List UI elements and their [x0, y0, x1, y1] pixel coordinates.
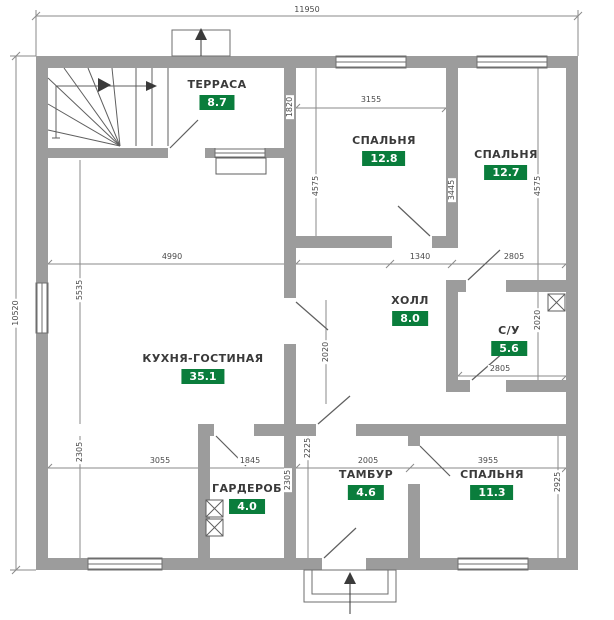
- dim-label: 3055: [147, 456, 173, 465]
- stairs-exit: [171, 28, 231, 57]
- stairs: [47, 67, 169, 147]
- doors: [169, 119, 505, 559]
- dim-label: 4575: [311, 173, 320, 199]
- terrace-door: [169, 119, 199, 149]
- room-label-vestibule: ТАМБУР 4.6: [339, 468, 393, 500]
- room-area-badge: 35.1: [181, 369, 225, 384]
- dim-label: 2225: [303, 435, 312, 461]
- up-arrow-icon: [195, 28, 207, 40]
- room-label-bedroom-3: СПАЛЬНЯ 11.3: [460, 468, 524, 500]
- dim-label: 4990: [159, 252, 185, 261]
- entrance-arrow-icon: [344, 572, 356, 584]
- dim-label: 11950: [292, 5, 322, 14]
- room-area-badge: 8.7: [199, 95, 235, 110]
- room-area-badge: 4.6: [348, 485, 384, 500]
- dim-label: 1340: [407, 252, 433, 261]
- room-area-badge: 11.3: [470, 485, 514, 500]
- dim-label: 2305: [75, 439, 84, 465]
- dim-label: 3955: [475, 456, 501, 465]
- room-area-badge: 8.0: [392, 311, 428, 326]
- room-name: ТЕРРАСА: [187, 78, 247, 91]
- kitchen-hall-opening: [295, 301, 329, 331]
- room-label-hall: ХОЛЛ 8.0: [391, 294, 429, 326]
- dim-label: 2805: [501, 252, 527, 261]
- vent-shafts: [205, 157, 566, 537]
- bedroom-1-door: [397, 205, 431, 237]
- room-name: КУХНЯ-ГОСТИНАЯ: [142, 352, 264, 365]
- vestibule-hall-door: [317, 395, 351, 425]
- room-name: ТАМБУР: [338, 468, 394, 481]
- dim-label: 2805: [487, 364, 513, 373]
- dim-label: 2020: [533, 307, 542, 333]
- room-label-bedroom-2: СПАЛЬНЯ 12.7: [474, 148, 538, 180]
- stairs-direction-arrow-icon: [146, 81, 157, 91]
- dim-label: 1845: [237, 456, 263, 465]
- entrance-door: [323, 527, 357, 559]
- dim-label: 2005: [355, 456, 381, 465]
- dim-label: 2925: [553, 469, 562, 495]
- room-name: СПАЛЬНЯ: [460, 468, 524, 481]
- room-name: СПАЛЬНЯ: [474, 148, 538, 161]
- room-name: С/У: [498, 324, 520, 337]
- dim-label: 3445: [447, 177, 456, 203]
- stairs-up-marker-icon: [98, 78, 111, 92]
- room-area-badge: 4.0: [229, 499, 265, 514]
- bedroom-2-door: [467, 249, 501, 281]
- dim-label: 5535: [75, 277, 84, 303]
- porch: [303, 569, 397, 614]
- dim-label: 1820: [285, 94, 294, 120]
- kitchen-counter: [215, 157, 267, 175]
- room-name: ГАРДЕРОБ: [212, 482, 282, 495]
- room-area-badge: 5.6: [491, 341, 527, 356]
- bedroom-3-door: [419, 445, 451, 477]
- room-label-bathroom: С/У 5.6: [491, 324, 527, 356]
- dim-label: 2020: [321, 339, 330, 365]
- room-name: СПАЛЬНЯ: [352, 134, 416, 147]
- dim-label: 10520: [11, 298, 20, 328]
- room-label-wardrobe: ГАРДЕРОБ 4.0: [212, 482, 282, 514]
- dim-label: 2305: [283, 467, 292, 493]
- room-label-terrace: ТЕРРАСА 8.7: [187, 78, 246, 110]
- room-label-bedroom-1: СПАЛЬНЯ 12.8: [352, 134, 416, 166]
- room-area-badge: 12.7: [484, 165, 528, 180]
- dim-label: 3155: [358, 95, 384, 104]
- room-name: ХОЛЛ: [391, 294, 429, 307]
- windows: [35, 55, 548, 571]
- stairs-direction-line: [55, 85, 146, 138]
- room-area-badge: 12.8: [362, 151, 406, 166]
- room-label-kitchen-living: КУХНЯ-ГОСТИНАЯ 35.1: [142, 352, 263, 384]
